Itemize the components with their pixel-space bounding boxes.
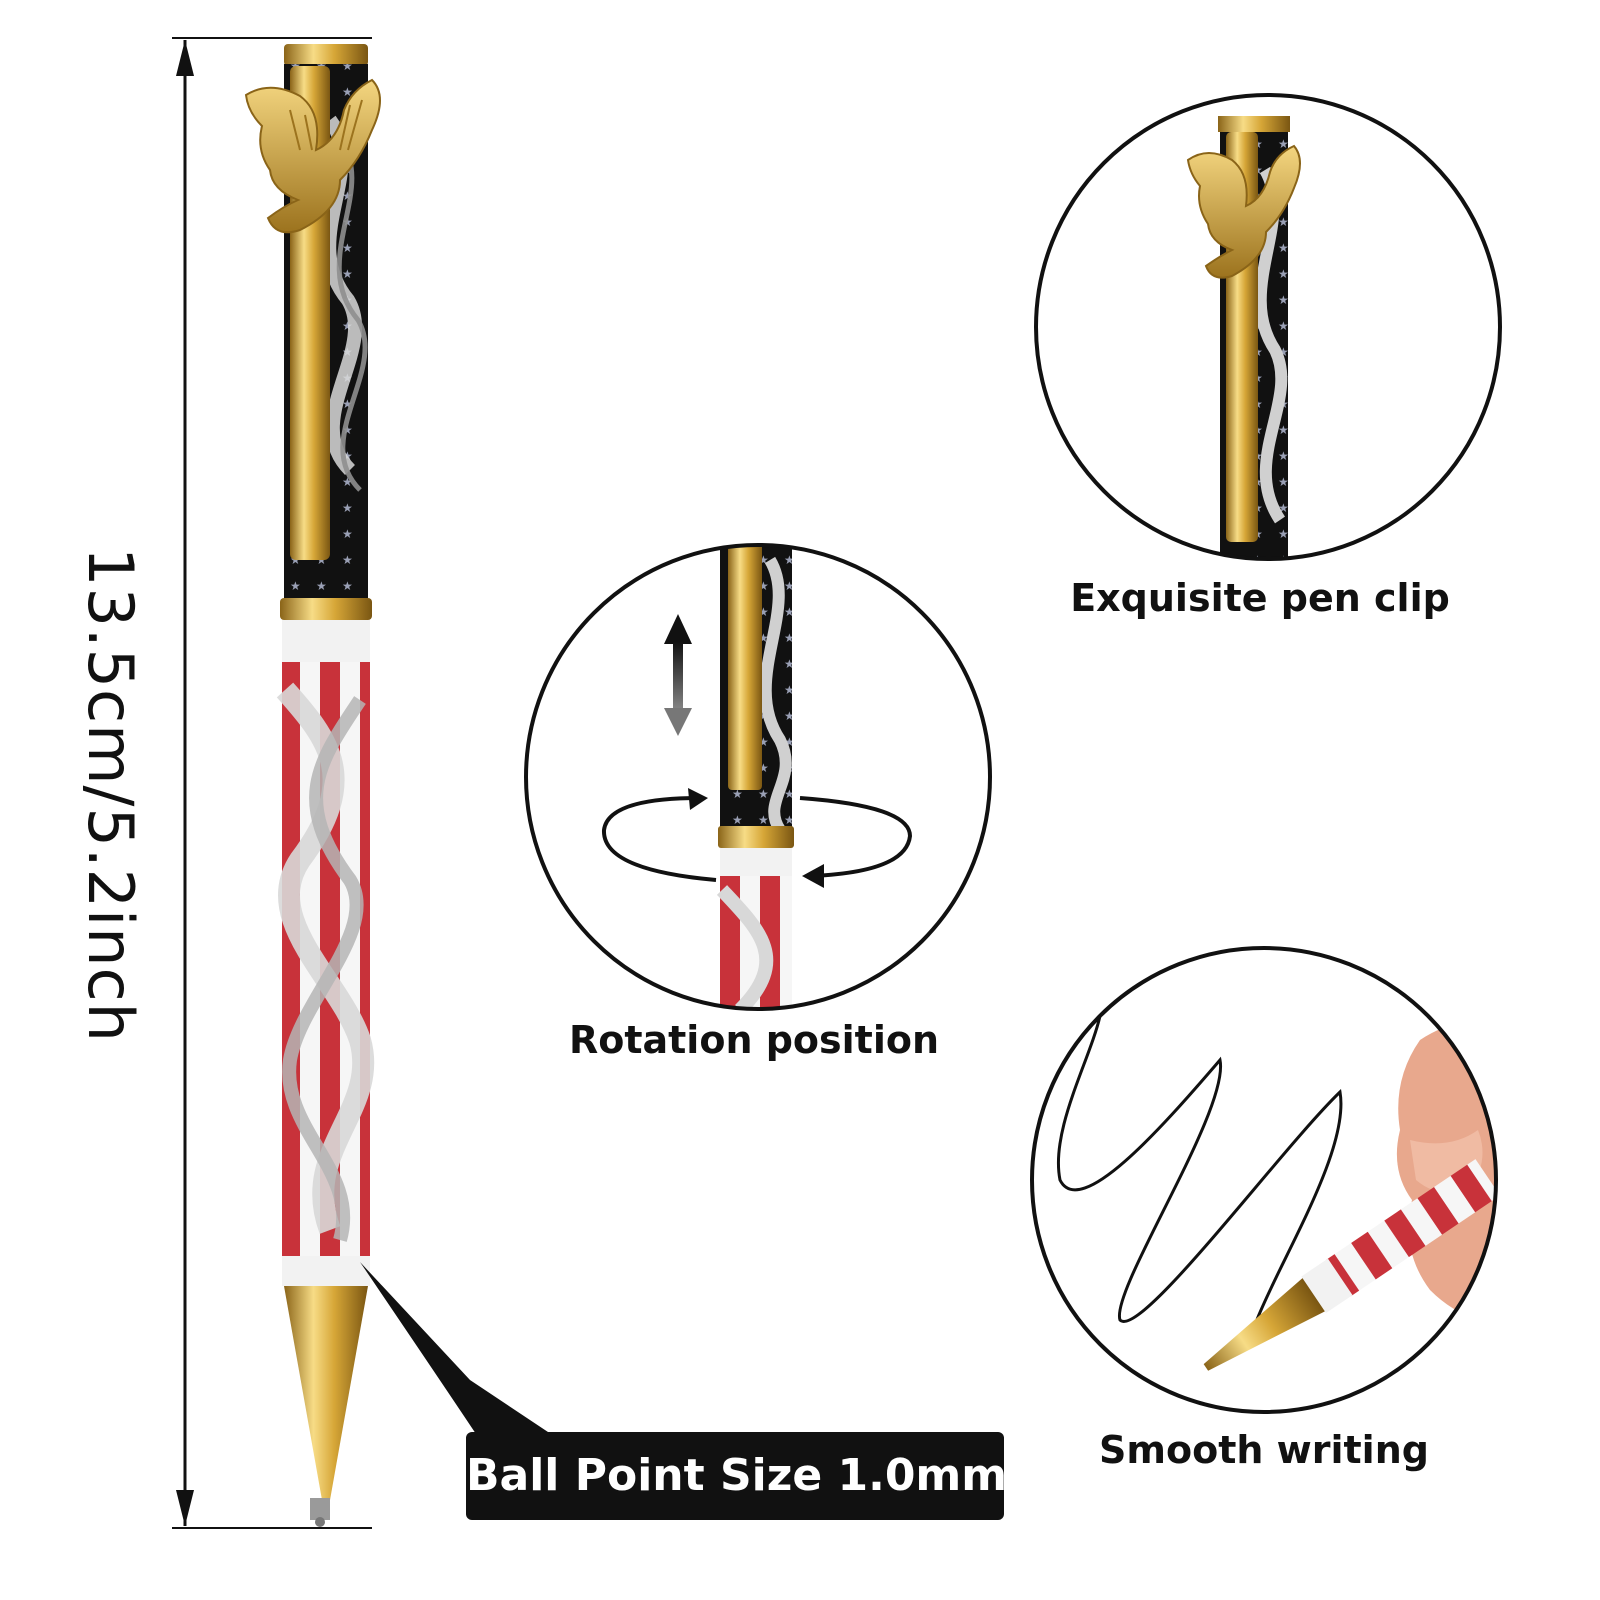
eagle-icon xyxy=(244,78,381,234)
up-down-arrow-icon xyxy=(664,614,692,736)
dimension-label: 13.5cm/5.2inch xyxy=(74,547,147,1043)
main-pen xyxy=(244,44,381,1527)
pen-clip-detail xyxy=(1034,93,1502,561)
writing-caption: Smooth writing xyxy=(1099,1428,1429,1472)
rotate-arrow-icon xyxy=(601,788,913,888)
callout-pointer xyxy=(360,1262,560,1440)
ball-point-callout: Ball Point Size 1.0mm xyxy=(466,1432,1007,1520)
pen-clip-caption: Exquisite pen clip xyxy=(1070,576,1450,620)
writing-detail xyxy=(1030,946,1498,1414)
rotation-detail xyxy=(524,543,992,1011)
rotation-caption: Rotation position xyxy=(568,1018,940,1062)
dimension-line xyxy=(172,37,372,1529)
